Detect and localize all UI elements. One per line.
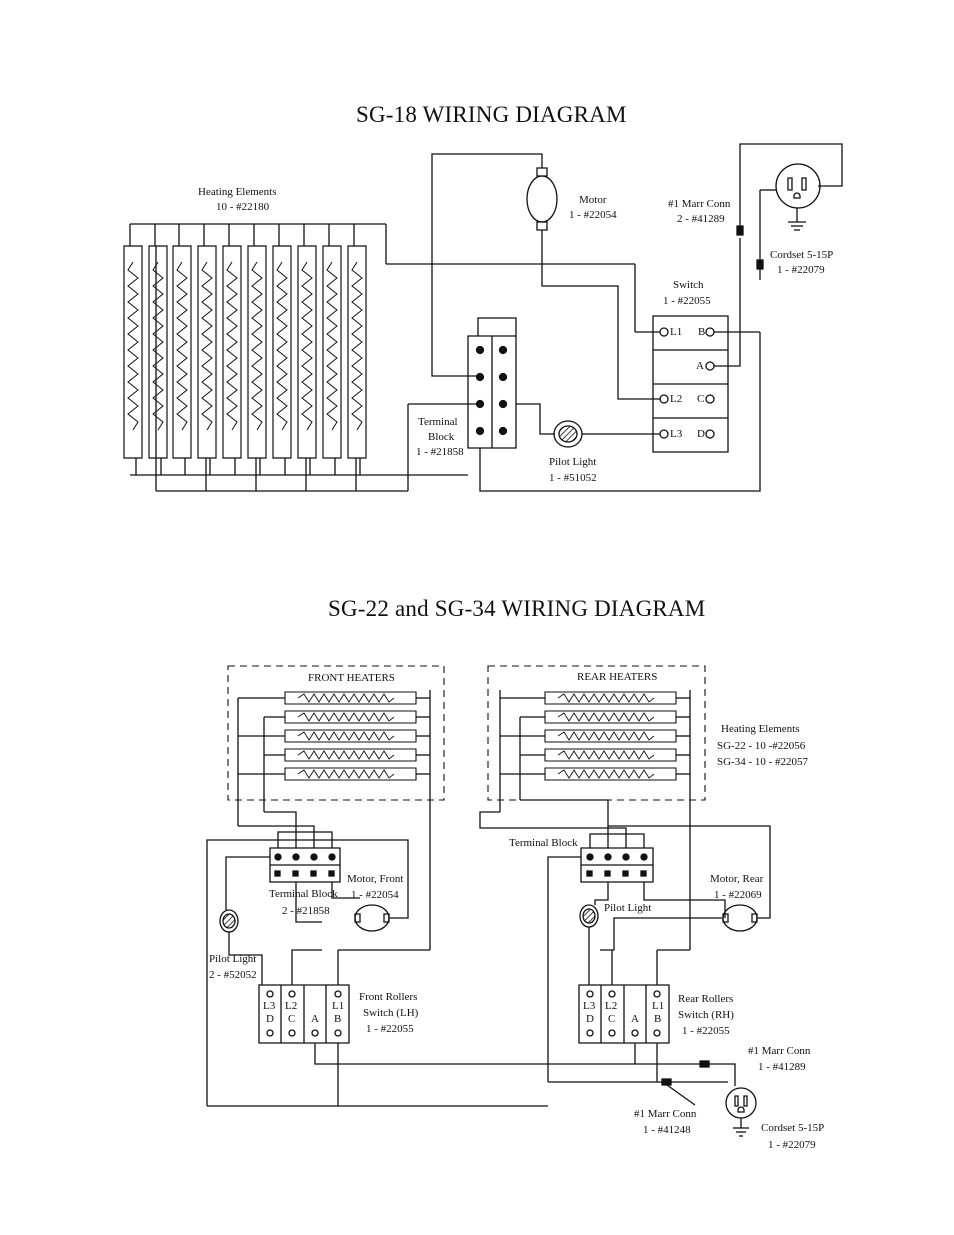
heating-element xyxy=(222,223,242,476)
heating-elements-label: Heating Elements xyxy=(198,186,277,198)
front-switch-b: B xyxy=(334,1013,342,1025)
front-rollers-label: Front Rollers xyxy=(359,991,418,1003)
pilot-light-label: Pilot Light xyxy=(549,456,597,468)
sg18-diagram xyxy=(124,144,842,491)
rear-switch-l1: L1 xyxy=(652,1000,665,1012)
rear-heaters-label: REAR HEATERS xyxy=(577,671,658,683)
rear-switch-l2: L2 xyxy=(605,1000,618,1012)
rear-rollers-label: Rear Rollers xyxy=(678,993,734,1005)
rear-switch-a: A xyxy=(631,1013,639,1025)
marr-conn-right-part: 1 - #41289 xyxy=(758,1061,806,1073)
heating-elements xyxy=(124,223,367,476)
heating-element xyxy=(347,223,367,476)
heating-elements-part: 10 - #22180 xyxy=(216,201,270,213)
heating-element xyxy=(272,223,292,476)
rear-switch-b: B xyxy=(654,1013,662,1025)
terminal-block-label: Terminal xyxy=(418,416,458,428)
front-switch-c: C xyxy=(288,1013,296,1025)
heating-element xyxy=(172,223,192,476)
motor-rear-icon xyxy=(723,905,757,931)
terminal-block xyxy=(468,336,516,448)
diagram2-title: SG-22 and SG-34 WIRING DIAGRAM xyxy=(328,596,706,621)
motor-front-label: Motor, Front xyxy=(347,873,404,885)
motor-label: Motor xyxy=(579,194,607,206)
pilot-light-right-label: Pilot Light xyxy=(604,902,652,914)
motor-part: 1 - #22054 xyxy=(569,209,617,221)
front-switch-l3: L3 xyxy=(263,1000,276,1012)
cordset-label: Cordset 5-15P xyxy=(770,249,834,261)
switch-terminal-l2: L2 xyxy=(670,393,683,405)
motor-icon xyxy=(527,168,557,230)
switch-terminal-b: B xyxy=(698,326,706,338)
cordset-part-2: 1 - #22079 xyxy=(768,1139,816,1151)
plug-icon xyxy=(776,164,820,230)
pilot-light-left-part: 2 - #52052 xyxy=(209,969,257,981)
heating-element xyxy=(124,224,142,475)
pilot-light-rear-icon xyxy=(580,905,598,927)
pilot-light-icon xyxy=(554,421,582,447)
cordset-part: 1 - #22079 xyxy=(777,264,825,276)
switch-front xyxy=(259,985,349,1043)
front-rollers-switch-label: Switch (LH) xyxy=(363,1007,419,1019)
heating-elements-label-2: Heating Elements xyxy=(721,723,800,735)
terminal-block-rear xyxy=(581,848,653,882)
switch-part: 1 - #22055 xyxy=(663,295,711,307)
front-switch-l1: L1 xyxy=(332,1000,345,1012)
rear-switch-c: C xyxy=(608,1013,616,1025)
rear-switch-l3: L3 xyxy=(583,1000,596,1012)
marr-connector-icon xyxy=(737,226,743,235)
terminal-block-left-label: Terminal Block xyxy=(269,888,338,900)
rear-rollers-part: 1 - #22055 xyxy=(682,1025,730,1037)
switch-terminal-l3: L3 xyxy=(670,428,683,440)
motor-rear-label: Motor, Rear xyxy=(710,873,764,885)
marr-conn-part: 2 - #41289 xyxy=(677,213,725,225)
front-heater-group xyxy=(284,692,417,781)
switch-terminal-a: A xyxy=(696,360,704,372)
marr-conn-label: #1 Marr Conn xyxy=(668,198,731,210)
front-switch-l2: L2 xyxy=(285,1000,298,1012)
front-switch-d: D xyxy=(266,1013,274,1025)
heating-element xyxy=(148,223,168,476)
front-switch-a: A xyxy=(311,1013,319,1025)
rear-rollers-switch-label: Switch (RH) xyxy=(678,1009,734,1021)
terminal-block-left-part: 2 - #21858 xyxy=(282,905,330,917)
diagram1-title: SG-18 WIRING DIAGRAM xyxy=(356,102,627,127)
marr-conn-right-label: #1 Marr Conn xyxy=(748,1045,811,1057)
rear-heater-group xyxy=(544,691,677,781)
heating-elements-part-1: SG-22 - 10 -#22056 xyxy=(717,740,806,752)
switch-rear xyxy=(579,985,669,1043)
switch-terminal-d: D xyxy=(697,428,705,440)
switch-block xyxy=(653,316,728,452)
plug-icon-2 xyxy=(726,1088,756,1136)
pilot-light-left-label: Pilot Light xyxy=(209,953,257,965)
heating-element xyxy=(247,223,267,476)
heating-element xyxy=(297,223,317,476)
sg22-sg34-diagram xyxy=(207,666,770,1136)
heating-elements-part-2: SG-34 - 10 - #22057 xyxy=(717,756,809,768)
terminal-block-front xyxy=(270,848,340,882)
terminal-block-part: 1 - #21858 xyxy=(416,446,464,458)
front-rollers-part: 1 - #22055 xyxy=(366,1023,414,1035)
pilot-light-front-icon xyxy=(220,910,238,932)
rear-switch-d: D xyxy=(586,1013,594,1025)
terminal-block-label2: Block xyxy=(428,431,455,443)
marr-connector-bottom-icon xyxy=(662,1079,671,1085)
switch-terminal-c: C xyxy=(697,393,705,405)
marr-conn-bottom-part: 1 - #41248 xyxy=(643,1124,691,1136)
motor-front-part: 1 - #22054 xyxy=(351,889,399,901)
pilot-light-part: 1 - #51052 xyxy=(549,472,597,484)
switch-label: Switch xyxy=(673,279,704,291)
motor-front-icon xyxy=(355,905,389,931)
switch-terminal-l1: L1 xyxy=(670,326,683,338)
marr-connector-right-icon xyxy=(700,1061,709,1067)
cordset-label-2: Cordset 5-15P xyxy=(761,1122,825,1134)
marr-connector-icon xyxy=(757,260,763,269)
front-heaters-label: FRONT HEATERS xyxy=(308,672,395,684)
marr-conn-bottom-label: #1 Marr Conn xyxy=(634,1108,697,1120)
motor-rear-part: 1 - #22069 xyxy=(714,889,762,901)
heating-element xyxy=(197,223,217,476)
heating-element xyxy=(322,223,342,476)
terminal-block-right-label: Terminal Block xyxy=(509,837,578,849)
